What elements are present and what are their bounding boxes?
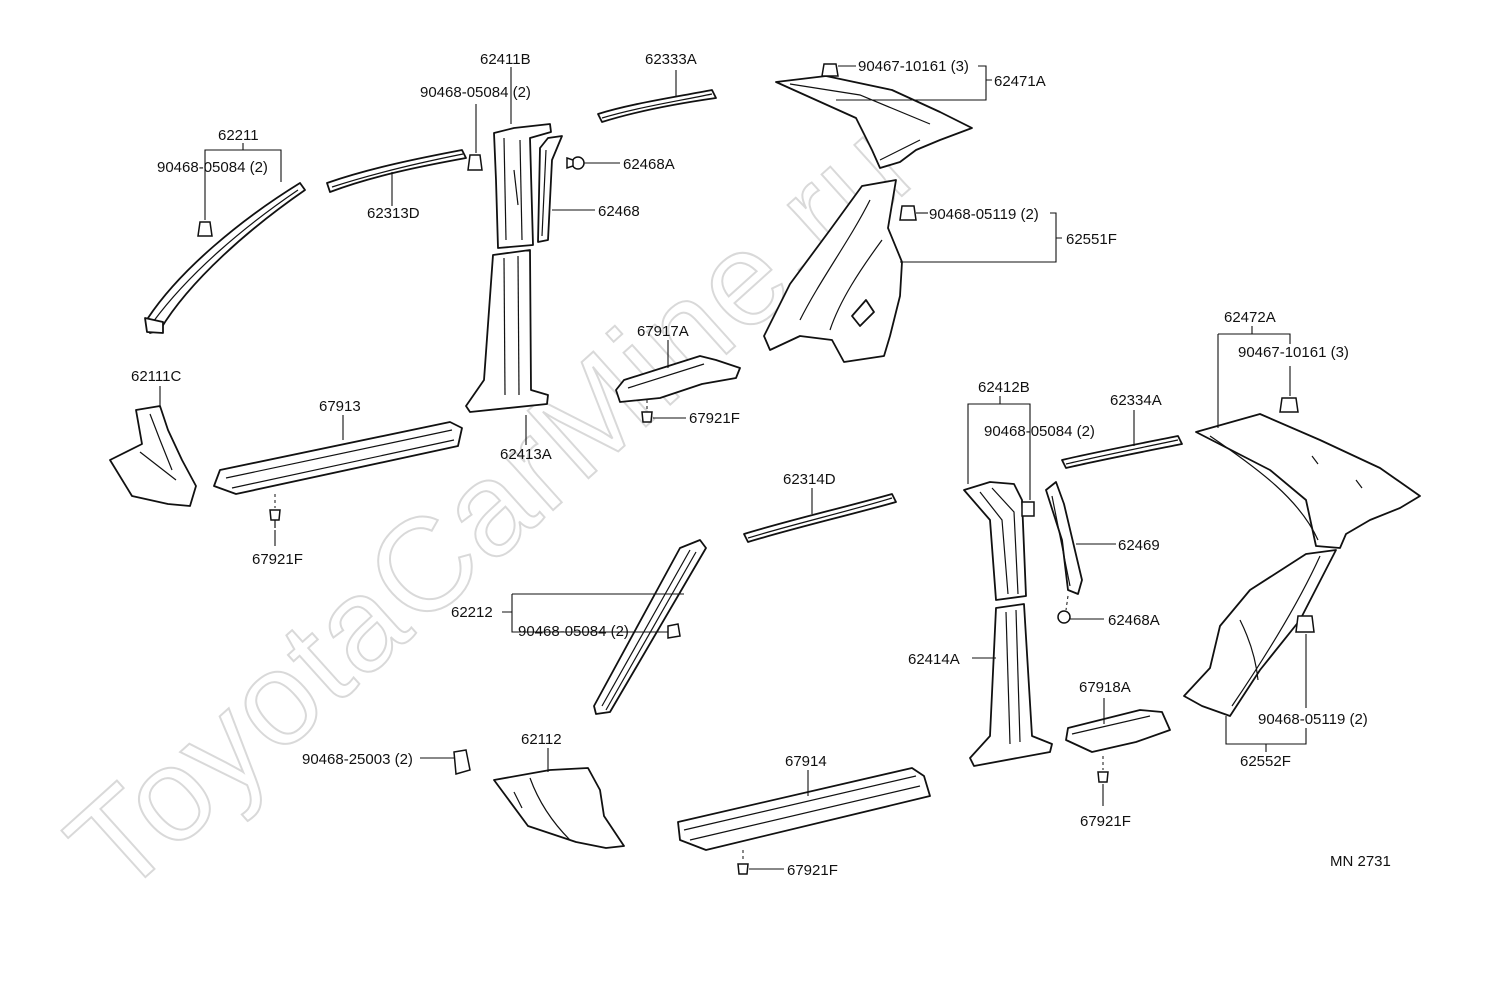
label-clip-62552F: 90468-05119 (2) — [1258, 711, 1368, 728]
part-62471A-quarter-trim-upper[interactable] — [775, 75, 973, 169]
label-62552F: 62552F — [1240, 753, 1291, 770]
label-62111C: 62111C — [131, 368, 181, 385]
clip-67918A[interactable] — [1097, 771, 1109, 783]
clip-62112[interactable] — [453, 749, 471, 775]
part-62414A-center-pillar-lower[interactable] — [969, 603, 1053, 767]
part-62212-pillar-garnish[interactable] — [593, 539, 707, 715]
part-62334A-roof-rail[interactable] — [1061, 435, 1183, 469]
label-62468A-mid: 62468A — [1108, 612, 1160, 629]
label-clip-67914: 67921F — [787, 862, 838, 879]
label-clip-62412B: 90468-05084 (2) — [984, 423, 1095, 440]
leader-62472A — [1217, 326, 1291, 428]
label-62313D: 62313D — [367, 205, 420, 222]
part-62412B-center-pillar-upper[interactable] — [963, 481, 1027, 601]
dash-62468A-mid — [1065, 595, 1069, 611]
label-clip-67917A: 67921F — [689, 410, 740, 427]
label-62314D: 62314D — [783, 471, 836, 488]
clip-62468A-mid[interactable] — [1057, 610, 1071, 624]
clip-62471A[interactable] — [821, 63, 839, 77]
part-62112-cowl-side-trim[interactable] — [493, 767, 625, 849]
label-62472A: 62472A — [1224, 309, 1276, 326]
leader-62551F — [900, 212, 1062, 263]
label-62551F: 62551F — [1066, 231, 1117, 248]
label-62471A: 62471A — [994, 73, 1046, 90]
label-clip-62471A: 90467-10161 (3) — [858, 58, 969, 75]
clip-62212[interactable] — [667, 623, 681, 639]
label-62413A: 62413A — [500, 446, 552, 463]
clip-62552F[interactable] — [1295, 615, 1315, 633]
label-67917A: 67917A — [637, 323, 689, 340]
part-62314D-roof-rail[interactable] — [743, 493, 897, 543]
leader-62212 — [502, 593, 684, 633]
label-clip-62551F: 90468-05119 (2) — [929, 206, 1039, 223]
label-67918A: 67918A — [1079, 679, 1131, 696]
clip-67913[interactable] — [269, 509, 281, 528]
part-62111C-cowl-side-trim[interactable] — [109, 405, 197, 507]
drawing-code: MN 2731 — [1330, 853, 1391, 870]
leader-62412B — [967, 396, 1031, 500]
label-clip-62112: 90468-25003 (2) — [302, 751, 413, 768]
label-clip-62211: 90468-05084 (2) — [157, 159, 268, 176]
leader-62471A — [836, 65, 992, 101]
label-clip-62212: 90468-05084 (2) — [518, 623, 629, 640]
clip-62472A[interactable] — [1279, 397, 1299, 413]
leader-62552F — [1225, 716, 1307, 752]
label-62212: 62212 — [451, 604, 493, 621]
label-clip-67913: 67921F — [252, 551, 303, 568]
part-62468-weatherstrip[interactable] — [537, 135, 563, 243]
part-67917A-scuff-plate[interactable] — [615, 355, 741, 403]
label-62112: 62112 — [521, 731, 562, 748]
label-62412B: 62412B — [978, 379, 1030, 396]
part-62551F-quarter-trim-lower[interactable] — [763, 179, 903, 363]
label-62468A-top: 62468A — [623, 156, 675, 173]
label-62468: 62468 — [598, 203, 640, 220]
label-clip-67918A: 67921F — [1080, 813, 1131, 830]
label-62414A: 62414A — [908, 651, 960, 668]
label-clip-62411B: 90468-05084 (2) — [420, 84, 531, 101]
clip-67917A[interactable] — [641, 411, 653, 423]
label-67914: 67914 — [785, 753, 827, 770]
clip-62211[interactable] — [197, 221, 213, 237]
label-62334A: 62334A — [1110, 392, 1162, 409]
part-62413A-center-pillar-lower[interactable] — [465, 249, 549, 413]
part-67918A-scuff-plate[interactable] — [1065, 709, 1171, 753]
part-62333A-roof-rail[interactable] — [597, 89, 717, 123]
label-62411B: 62411B — [480, 51, 531, 68]
label-67913: 67913 — [319, 398, 361, 415]
clip-62551F[interactable] — [899, 205, 917, 221]
part-62552F-quarter-trim-lower[interactable] — [1183, 549, 1337, 717]
clip-62412B[interactable] — [1021, 501, 1035, 517]
clip-67914[interactable] — [737, 863, 749, 875]
label-clip-62472A: 90467-10161 (3) — [1238, 344, 1349, 361]
part-62472A-quarter-trim-upper[interactable] — [1195, 413, 1421, 549]
part-62313D-roof-rail[interactable] — [326, 149, 467, 193]
clip-62468A-top[interactable] — [566, 156, 585, 170]
part-67913-scuff-plate[interactable] — [213, 421, 463, 495]
clip-62411B[interactable] — [467, 154, 483, 171]
part-62411B-center-pillar-upper[interactable] — [493, 123, 552, 249]
part-62469-weatherstrip[interactable] — [1045, 481, 1083, 595]
label-62211: 62211 — [218, 127, 259, 144]
part-67914-scuff-plate[interactable] — [677, 767, 931, 851]
label-62469: 62469 — [1118, 537, 1160, 554]
label-62333A: 62333A — [645, 51, 697, 68]
part-62211-a-pillar-garnish[interactable] — [144, 182, 306, 334]
